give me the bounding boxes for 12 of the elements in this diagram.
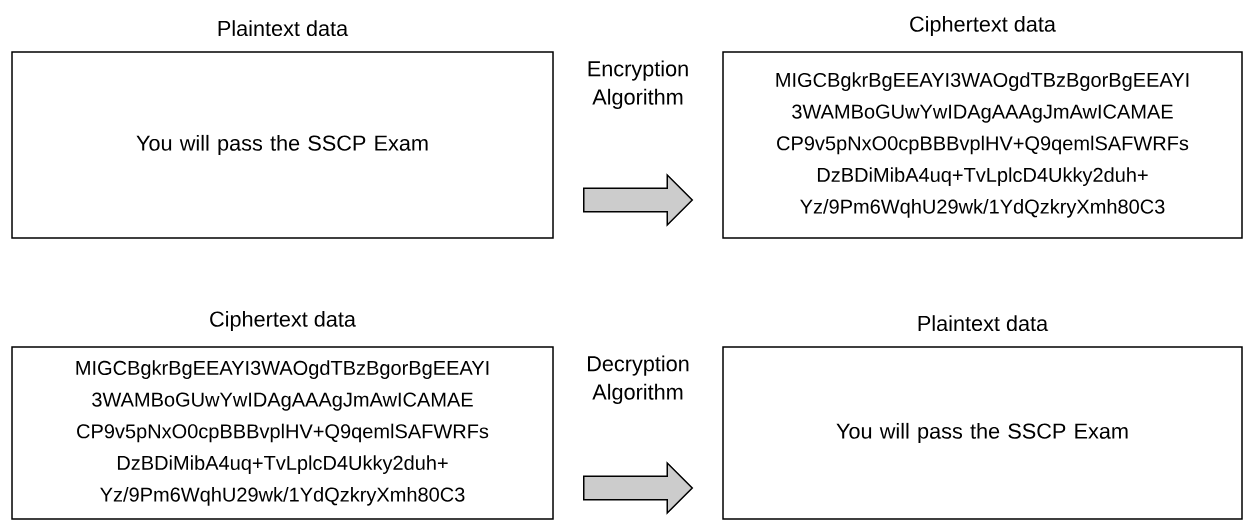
block-arrow <box>583 461 694 515</box>
box-heading: Plaintext data <box>918 315 1049 332</box>
text-box: MIGCBgkrBgEEAYI3WAOgdTBzBgorBgEEAYI 3WAMBoGUwYwIDAgAAAgJmAwICAMAE CP9v5pNxO0cpBBBvplHV+Q9qemlSAFWRFs DzBDiMibA4uq+TvLplcD4Ukky2duh+ Yz/9Pm6WqhU29wk/1YdQzkryXmh80C3 <box>722 51 1243 239</box>
block-arrow <box>583 173 694 227</box>
edge-label: Encryption Algorithm <box>588 60 688 109</box>
text-box: You will pass the SSCP Exam <box>11 51 554 239</box>
edge-label: Decryption Algorithm <box>588 355 689 404</box>
box-heading: Ciphertext data <box>210 310 356 332</box>
box-heading: Ciphertext data <box>910 15 1056 37</box>
text-box: MIGCBgkrBgEEAYI3WAOgdTBzBgorBgEEAYI 3WAMBoGUwYwIDAgAAAgJmAwICAMAE CP9v5pNxO0cpBBBvplHV+Q9qemlSAFWRFs DzBDiMibA4uq+TvLplcD4Ukky2duh+ Yz/9Pm6WqhU29wk/1YdQzkryXmh80C3 <box>11 346 554 520</box>
text-box: You will pass the SSCP Exam <box>722 346 1243 520</box>
box-heading: Plaintext data <box>218 20 349 37</box>
